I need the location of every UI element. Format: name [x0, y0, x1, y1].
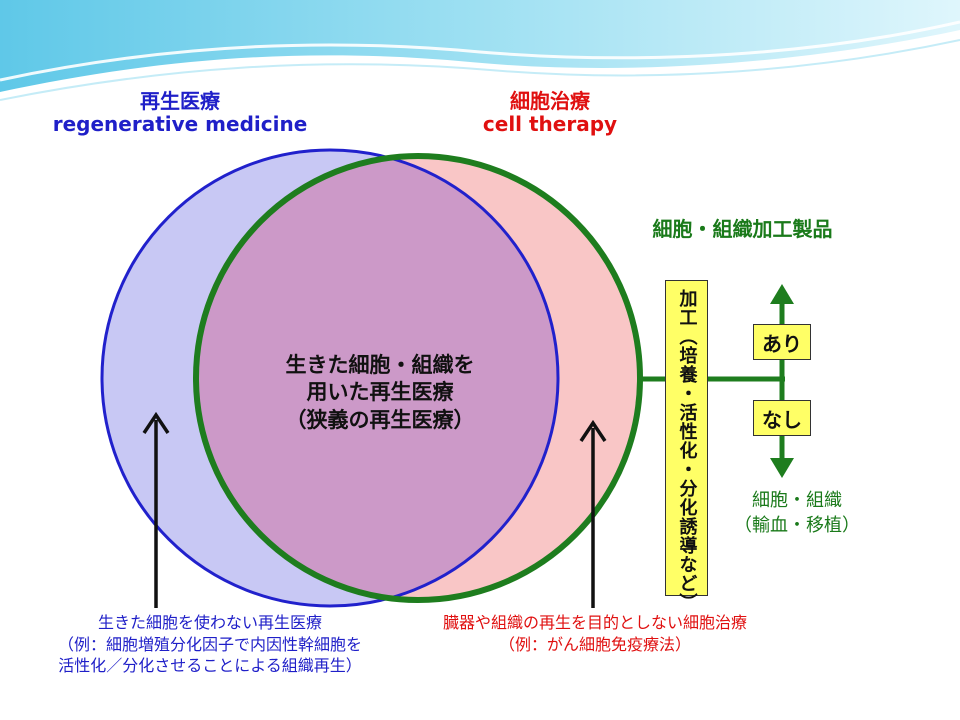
cells-tissue-transfusion-text: 細胞・組織 （輸血・移植）	[722, 488, 872, 538]
center-text-line-3: （狭義の再生医療）	[285, 407, 475, 432]
transfusion-line-1: 細胞・組織	[752, 490, 842, 511]
header-wave-decoration	[0, 0, 960, 101]
left-note-line-2: （例：細胞増殖分化因子で内因性幹細胞を	[57, 634, 362, 654]
left-note-line-3: 活性化／分化させることによる組織再生）	[58, 656, 362, 676]
processing-label-box: 加工（培養・活性化・分化誘導など）	[665, 280, 708, 612]
cell-therapy-label: 細胞治療 cell therapy	[430, 90, 670, 136]
cell-therapy-ja: 細胞治療	[510, 89, 590, 113]
right-pointer-arrow-icon	[579, 419, 607, 442]
right-note-line-1: 臓器や組織の再生を目的としない細胞治療	[442, 613, 747, 632]
down-arrow-icon	[770, 458, 794, 478]
regenerative-medicine-label: 再生医療 regenerative medicine	[30, 90, 330, 136]
regenerative-medicine-en: regenerative medicine	[52, 112, 308, 136]
left-note-line-1: 生きた細胞を使わない再生医療	[97, 613, 322, 632]
narrow-regen-medicine-text: 生きた細胞・組織を 用いた再生医療 （狭義の再生医療）	[250, 352, 510, 434]
up-arrow-icon	[770, 284, 794, 304]
center-text-line-2: 用いた再生医療	[306, 380, 454, 405]
transfusion-line-2: （輸血・移植）	[734, 515, 860, 537]
cell-therapy-en: cell therapy	[482, 112, 618, 136]
non-regen-cell-therapy-note: 臓器や組織の再生を目的としない細胞治療 （例：がん細胞免疫療法）	[405, 612, 785, 655]
with-processing-box: あり	[753, 324, 811, 360]
non-cell-regen-medicine-note: 生きた細胞を使わない再生医療 （例：細胞増殖分化因子で内因性幹細胞を 活性化／分…	[20, 612, 400, 677]
left-pointer-arrow-icon	[142, 411, 170, 434]
right-note-line-2: （例：がん細胞免疫療法）	[498, 634, 691, 654]
processing-label: 加工（培養・活性化・分化誘導など）	[676, 289, 698, 612]
regenerative-medicine-ja: 再生医療	[140, 89, 220, 113]
center-text-line-1: 生きた細胞・組織を	[285, 353, 475, 377]
cell-tissue-product-title: 細胞・組織加工製品	[652, 217, 833, 241]
without-processing-box: なし	[753, 400, 811, 436]
